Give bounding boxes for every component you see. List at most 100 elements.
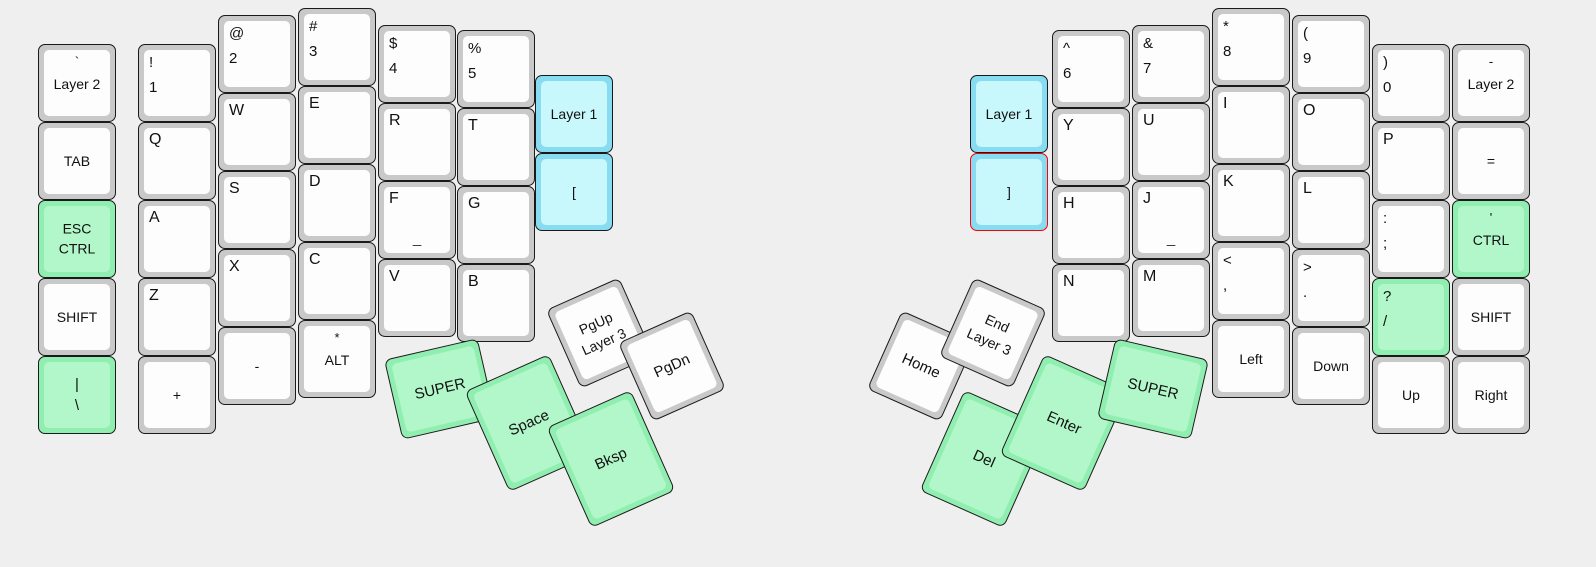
key-r-c3-r4[interactable]: <, xyxy=(1212,242,1290,320)
keycap: H xyxy=(1058,192,1124,258)
keycap: :; xyxy=(1378,206,1444,272)
key-r-c1-r1[interactable]: ^6 xyxy=(1052,30,1130,108)
keycap: Left xyxy=(1218,326,1284,392)
keycap: PgDn xyxy=(625,318,719,414)
key-r-c3-r1[interactable]: *8 xyxy=(1212,8,1290,86)
key-r-c5-r1[interactable]: )0 xyxy=(1372,44,1450,122)
key-l-c3-r5[interactable]: - xyxy=(218,327,296,405)
key-r-c4-r5[interactable]: Down xyxy=(1292,327,1370,405)
key-legend-letter: Q xyxy=(149,131,162,148)
key-r-c4-r3[interactable]: L xyxy=(1292,171,1370,249)
key-l-c3-r1[interactable]: @2 xyxy=(218,15,296,93)
keycap: SUPER xyxy=(1104,345,1202,433)
key-r-c1-r4[interactable]: N xyxy=(1052,264,1130,342)
key-legend-letter: K xyxy=(1223,173,1234,190)
key-l-c6-r3[interactable]: G xyxy=(457,186,535,264)
key-l-c2-r4[interactable]: Z xyxy=(138,278,216,356)
key-l-c1-r3[interactable]: ESC CTRL xyxy=(38,200,116,278)
key-l-c4-r1[interactable]: #3 xyxy=(298,8,376,86)
key-l-c4-r2[interactable]: E xyxy=(298,86,376,164)
key-r-c6-r5[interactable]: Right xyxy=(1452,356,1530,434)
key-l-c4-r3[interactable]: D xyxy=(298,164,376,242)
key-l-c4-r4[interactable]: C xyxy=(298,242,376,320)
key-l-c5-r2[interactable]: R xyxy=(378,103,456,181)
key-r-c1-r2[interactable]: Y xyxy=(1052,108,1130,186)
keycap: P xyxy=(1378,128,1444,194)
key-legend-bottom: 5 xyxy=(468,65,477,82)
keycap: U xyxy=(1138,109,1204,175)
key-r-c4-r4[interactable]: >. xyxy=(1292,249,1370,327)
key-legend-letter: X xyxy=(229,258,240,275)
keycap: SHIFT xyxy=(1458,284,1524,350)
key-legend-top: & xyxy=(1143,35,1154,52)
key-r-c2-r3[interactable]: J_ xyxy=(1132,181,1210,259)
keycap: C xyxy=(304,248,370,314)
key-l-c3-r4[interactable]: X xyxy=(218,249,296,327)
key-l-c6-r4[interactable]: B xyxy=(457,264,535,342)
key-l-c5-r4[interactable]: V xyxy=(378,259,456,337)
key-r-c6-r1[interactable]: -Layer 2 xyxy=(1452,44,1530,122)
keycap: `Layer 2 xyxy=(44,50,110,116)
key-r-c3-r3[interactable]: K xyxy=(1212,164,1290,242)
key-legend-main: SUPER xyxy=(1125,374,1181,404)
keycap: Down xyxy=(1298,333,1364,399)
key-l-c1-r2[interactable]: TAB xyxy=(38,122,116,200)
key-l-c1-r5[interactable]: |\ xyxy=(38,356,116,434)
key-legend-bottom: 6 xyxy=(1063,65,1072,82)
key-r-c1-r3[interactable]: H xyxy=(1052,186,1130,264)
key-l-c4-r5[interactable]: *ALT xyxy=(298,320,376,398)
key-r-c4-r1[interactable]: (9 xyxy=(1292,15,1370,93)
key-legend-bottom: \ xyxy=(74,397,80,414)
key-r-c5-r2[interactable]: P xyxy=(1372,122,1450,200)
key-r-c0-r2[interactable]: ] xyxy=(970,153,1048,231)
key-l-c1-r4[interactable]: SHIFT xyxy=(38,278,116,356)
key-legend-letter: W xyxy=(229,102,245,119)
key-legend-main: SHIFT xyxy=(56,309,98,325)
keycap: Layer 1 xyxy=(976,81,1042,147)
key-l-c2-r1[interactable]: !1 xyxy=(138,44,216,122)
keycap: SHIFT xyxy=(44,284,110,350)
key-l-c2-r3[interactable]: A xyxy=(138,200,216,278)
key-legend-main: [ xyxy=(572,184,576,200)
key-l-c5-r3[interactable]: F_ xyxy=(378,181,456,259)
key-legend-letter: R xyxy=(389,112,401,129)
key-r-c6-r3[interactable]: 'CTRL xyxy=(1452,200,1530,278)
key-r-c6-r2[interactable]: = xyxy=(1452,122,1530,200)
key-l-c7-r2[interactable]: [ xyxy=(535,153,613,231)
key-r-c3-r5[interactable]: Left xyxy=(1212,320,1290,398)
key-legend-letter: H xyxy=(1063,195,1075,212)
key-legend-top: < xyxy=(1223,252,1232,269)
key-l-c2-r5[interactable]: + xyxy=(138,356,216,434)
key-l-c6-r2[interactable]: T xyxy=(457,108,535,186)
keycap: !1 xyxy=(144,50,210,116)
key-r-c6-r4[interactable]: SHIFT xyxy=(1452,278,1530,356)
key-legend-letter: A xyxy=(149,209,160,226)
key-legend-main: Right xyxy=(1474,387,1508,403)
key-l-c6-r1[interactable]: %5 xyxy=(457,30,535,108)
key-l-c2-r2[interactable]: Q xyxy=(138,122,216,200)
key-r-c0-r1[interactable]: Layer 1 xyxy=(970,75,1048,153)
keycap: F_ xyxy=(384,187,450,253)
key-r-c2-r1[interactable]: &7 xyxy=(1132,25,1210,103)
key-r-c5-r4[interactable]: ?/ xyxy=(1372,278,1450,356)
key-r-t-super[interactable]: SUPER xyxy=(1097,338,1209,440)
key-l-c7-r1[interactable]: Layer 1 xyxy=(535,75,613,153)
key-r-c5-r3[interactable]: :; xyxy=(1372,200,1450,278)
key-legend-top: ^ xyxy=(1063,40,1071,57)
key-l-c5-r1[interactable]: $4 xyxy=(378,25,456,103)
key-l-c3-r3[interactable]: S xyxy=(218,171,296,249)
key-legend-main: TAB xyxy=(63,153,91,169)
key-legend-top: $ xyxy=(389,35,398,52)
keycap: K xyxy=(1218,170,1284,236)
key-l-c1-r1[interactable]: `Layer 2 xyxy=(38,44,116,122)
keycap: )0 xyxy=(1378,50,1444,116)
key-legend-main: Layer 2 xyxy=(53,76,101,92)
key-r-c2-r4[interactable]: M xyxy=(1132,259,1210,337)
key-r-c5-r5[interactable]: Up xyxy=(1372,356,1450,434)
key-r-c3-r2[interactable]: I xyxy=(1212,86,1290,164)
key-legend-top: | xyxy=(75,376,79,393)
key-l-c3-r2[interactable]: W xyxy=(218,93,296,171)
key-legend-main: = xyxy=(1486,153,1496,169)
key-r-c4-r2[interactable]: O xyxy=(1292,93,1370,171)
key-r-c2-r2[interactable]: U xyxy=(1132,103,1210,181)
